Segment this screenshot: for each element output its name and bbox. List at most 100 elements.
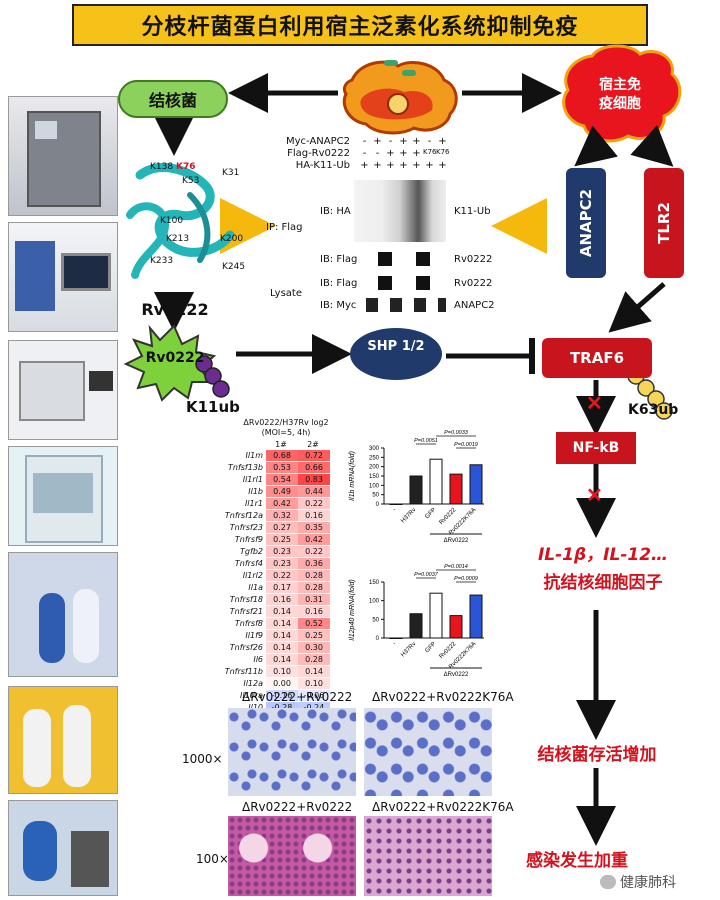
mag-label-100: 100× — [196, 852, 229, 866]
heatmap-cell: 0.49 — [266, 486, 298, 498]
heatmap-cell: 0.42 — [266, 498, 298, 510]
heatmap-title: ΔRv0222/H37Rv log2 — [243, 418, 329, 427]
ip-flag-label: IP: Flag — [266, 222, 303, 233]
blot-condition-row: HA-K11-Ub+++++++ — [266, 160, 516, 172]
heatmap-cell: 0.25 — [266, 534, 298, 546]
blot-condition-mark: + — [412, 148, 421, 159]
anapc2-node: ANAPC2 — [566, 168, 606, 278]
heatmap-cell: 0.28 — [298, 654, 330, 666]
micro-label-bottom-left: ΔRv0222+Rv0222 — [242, 800, 353, 814]
group-label: ΔRv0222 — [444, 672, 469, 678]
heatmap-cell: 0.35 — [298, 522, 330, 534]
micro-image-100x-right — [364, 816, 492, 896]
pvalue-label: P=0.0014 — [444, 564, 468, 570]
heatmap-gene-label: Tgfb2 — [240, 547, 263, 556]
micro-image-100x-left — [228, 816, 356, 896]
ib-label: IB: Flag — [320, 278, 358, 289]
bar — [469, 594, 483, 639]
y-tick-label: 150 — [369, 474, 380, 480]
heatmap-gene-label: Tnfsf13b — [227, 463, 263, 472]
heatmap-gene-label: Tnfrsf18 — [229, 595, 263, 604]
k63-ubiquitin-chain-icon — [627, 367, 673, 420]
analyzer-photo — [8, 340, 118, 440]
x-tick-label: Rv0222 — [439, 641, 458, 660]
block-x-icon-2: ✕ — [586, 485, 603, 507]
blot-condition-mark: + — [386, 160, 395, 171]
heatmap-gene-label: Il10ra — [240, 691, 263, 700]
heatmap-cell: 0.25 — [298, 630, 330, 642]
residue-label-k76: K76 — [176, 162, 196, 172]
residue-label: K233 — [150, 256, 174, 266]
heatmap-gene-label: Tnfrsf26 — [229, 643, 263, 652]
heatmap-cell: 0.23 — [266, 558, 298, 570]
blot-condition-mark: - — [362, 136, 367, 147]
heatmap-gene-label: Tnfrsf4 — [234, 559, 263, 568]
infected-cell-icon — [342, 60, 458, 135]
tlr2-node: TLR2 — [644, 168, 684, 278]
heatmap-cell: 0.30 — [298, 642, 330, 654]
host-cell-label: 宿主免疫细胞 — [599, 77, 641, 112]
watermark: 健康肺科 — [600, 872, 676, 892]
blot-condition-mark: - — [362, 148, 367, 159]
x-tick-label: GFP — [424, 641, 437, 654]
y-tick-label: 0 — [376, 636, 380, 642]
blot-condition-mark: + — [386, 148, 395, 159]
heatmap-gene-label: Il1rl1 — [242, 475, 263, 484]
block-x-icon: ✕ — [586, 393, 603, 415]
rv0222-burst-icon — [123, 324, 217, 402]
protective-suits-photo — [8, 686, 118, 794]
blot-right-label: Rv0222 — [454, 278, 493, 289]
blot-flag-lysate-band — [354, 276, 446, 290]
blot-right-label: K11-Ub — [454, 206, 491, 217]
rv0222-label: Rv0222 — [141, 300, 209, 319]
biosafety-cabinet-photo — [8, 446, 118, 546]
blot-flag-ip-band — [354, 252, 446, 266]
blot-myc-band — [354, 298, 446, 312]
y-tick-label: 250 — [369, 455, 380, 461]
x-tick-label: GFP — [424, 507, 437, 520]
heatmap-gene-label: Il10 — [218, 702, 266, 714]
bar — [409, 613, 423, 639]
heatmap-cell: 0.16 — [298, 510, 330, 522]
heatmap-row: Il10ra-0.16-0.06 — [218, 690, 336, 702]
blot-condition-mark: + — [425, 160, 434, 171]
heatmap-cell: 0.28 — [298, 570, 330, 582]
wechat-icon — [600, 875, 616, 889]
pvalue-label: P=0.0019 — [454, 442, 478, 448]
k11ub-label: K11ub — [186, 398, 240, 416]
blot-condition-mark: - — [388, 136, 393, 147]
heatmap-gene-label: Tnfrsf23 — [229, 523, 263, 532]
blot-condition-label: HA-K11-Ub — [295, 160, 350, 171]
residue-label: K53 — [182, 176, 200, 186]
residue-label: K245 — [222, 262, 246, 272]
bar — [389, 637, 403, 639]
blot-condition-mark: + — [438, 160, 447, 171]
y-tick-label: 100 — [369, 599, 380, 605]
mag-label-1000: 1000× — [182, 752, 223, 766]
blot-condition-label: Myc-ANAPC2 — [286, 136, 350, 147]
ib-label: IB: Flag — [320, 254, 358, 265]
heatmap-gene-label: Il1r1 — [244, 499, 263, 508]
heatmap-cell: 0.68 — [266, 450, 298, 462]
heatmap-cell: -0.16 — [266, 690, 298, 702]
residue-label: K100 — [160, 216, 184, 226]
blot-condition-mark: K76 — [423, 148, 437, 156]
rv0222-burst-label: Rv0222 — [145, 350, 205, 366]
structure-residue-labels: K138 K76 K53 K31 K100 K213 K200 K233 K24… — [120, 150, 250, 300]
heatmap-cell: 0.27 — [266, 522, 298, 534]
pvalue-label: P=0.0051 — [414, 438, 438, 444]
heatmap-cell: 0.28 — [298, 582, 330, 594]
residue-label: K200 — [220, 234, 244, 244]
heatmap-subtitle: (MOI=5, 4h) — [261, 428, 311, 437]
